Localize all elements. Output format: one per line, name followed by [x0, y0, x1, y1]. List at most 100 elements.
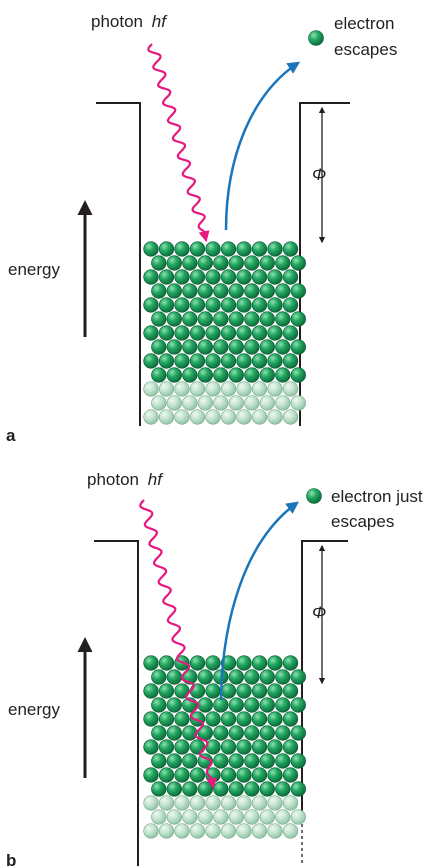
electron-sphere [251, 683, 268, 699]
electron-sphere [189, 269, 206, 285]
electron-sphere [244, 669, 260, 685]
electron-sphere [244, 781, 260, 797]
electron-escape-path [224, 61, 301, 231]
electron-sphere [182, 781, 198, 797]
electron-sphere [158, 353, 175, 369]
electron-sphere [251, 297, 268, 313]
electron-sphere [151, 753, 167, 769]
electron-sphere [282, 739, 299, 755]
electron-sphere [282, 353, 299, 369]
electron-sphere-dim [236, 823, 252, 839]
electron-sphere [259, 753, 275, 769]
electron-sphere [220, 711, 237, 727]
electron-sphere [189, 325, 206, 341]
electron-sphere [151, 339, 167, 355]
electron-sphere [151, 669, 167, 685]
electron-sphere [151, 283, 167, 299]
electron-sphere [220, 269, 237, 285]
electron-sphere [282, 241, 299, 257]
electron-sphere-dim [166, 395, 182, 411]
photon-label: photon hf [91, 12, 168, 31]
electron-sphere [290, 339, 306, 355]
electron-sphere [151, 311, 167, 327]
electron-sphere [213, 753, 229, 769]
electron-sphere [244, 339, 260, 355]
electron-sphere [228, 311, 244, 327]
electron-label-line2: escapes [334, 40, 397, 59]
electron-sphere-dim [267, 823, 283, 839]
electron-sphere [236, 739, 252, 755]
electron-sphere [197, 367, 213, 383]
electron-sphere-dim [251, 409, 268, 425]
electron-sphere [213, 781, 229, 797]
electron-sphere [151, 255, 167, 271]
electron-sphere-dim [228, 809, 244, 825]
electron-sphere [267, 739, 283, 755]
electron-sphere [166, 753, 182, 769]
electron-sphere [259, 697, 275, 713]
electron-sphere [236, 297, 252, 313]
electron-sphere [143, 711, 159, 727]
electron-sphere [182, 367, 198, 383]
electron-sphere [244, 311, 260, 327]
electron-sphere [236, 269, 252, 285]
electron-sphere [228, 367, 244, 383]
electron-sphere [174, 767, 190, 783]
energy-label: energy [8, 700, 60, 719]
electron-sphere-dim [236, 409, 252, 425]
electron-sphere [251, 767, 268, 783]
electron-sphere-dim [259, 395, 275, 411]
electron-sphere [158, 767, 175, 783]
electron-sphere-dim [189, 823, 206, 839]
electron-sphere [290, 753, 306, 769]
electron-sphere [236, 683, 252, 699]
electron-sphere [182, 753, 198, 769]
electron-sphere [182, 255, 198, 271]
electron-sphere [220, 325, 237, 341]
electron-sphere-dim [259, 809, 275, 825]
electron-sphere [205, 269, 221, 285]
electron-sphere [228, 725, 244, 741]
electron-sphere-dim [151, 395, 167, 411]
electron-sphere [174, 325, 190, 341]
electron-sphere [244, 753, 260, 769]
electron-sphere [205, 353, 221, 369]
electron-sphere [290, 311, 306, 327]
electron-sphere [259, 669, 275, 685]
electron-sphere-dim [267, 409, 283, 425]
electron-sphere [205, 655, 221, 671]
electron-sphere [244, 283, 260, 299]
electron-sphere [182, 725, 198, 741]
electron-sphere [228, 255, 244, 271]
electron-sphere [282, 711, 299, 727]
electron-sphere [205, 241, 221, 257]
electron-sphere-dim [158, 381, 175, 397]
electron-sphere [174, 353, 190, 369]
panel-label: b [6, 851, 16, 866]
electron-sphere-dim [228, 395, 244, 411]
electron-sphere [166, 669, 182, 685]
electron-sphere [220, 683, 237, 699]
electron-sphere [251, 241, 268, 257]
electron-sphere [158, 711, 175, 727]
electron-sphere [197, 669, 213, 685]
electron-sphere-dim [282, 795, 299, 811]
electron-sphere [151, 781, 167, 797]
electron-sphere [220, 767, 237, 783]
electron-sphere [220, 655, 237, 671]
electron-sphere [220, 739, 237, 755]
electron-sphere-dim [197, 809, 213, 825]
electron-sphere [267, 767, 283, 783]
electron-sphere [267, 297, 283, 313]
photon-arrow [147, 43, 210, 243]
electron-sphere [174, 297, 190, 313]
potential-well-outline-right [301, 540, 348, 818]
electron-sphere [244, 697, 260, 713]
electron-sphere [228, 781, 244, 797]
electron-sphere [143, 297, 159, 313]
work-function-label: Φ [312, 603, 326, 622]
electron-sphere [290, 669, 306, 685]
electron-sphere [267, 241, 283, 257]
electron-sphere [267, 655, 283, 671]
electron-label-line2: escapes [331, 512, 394, 531]
